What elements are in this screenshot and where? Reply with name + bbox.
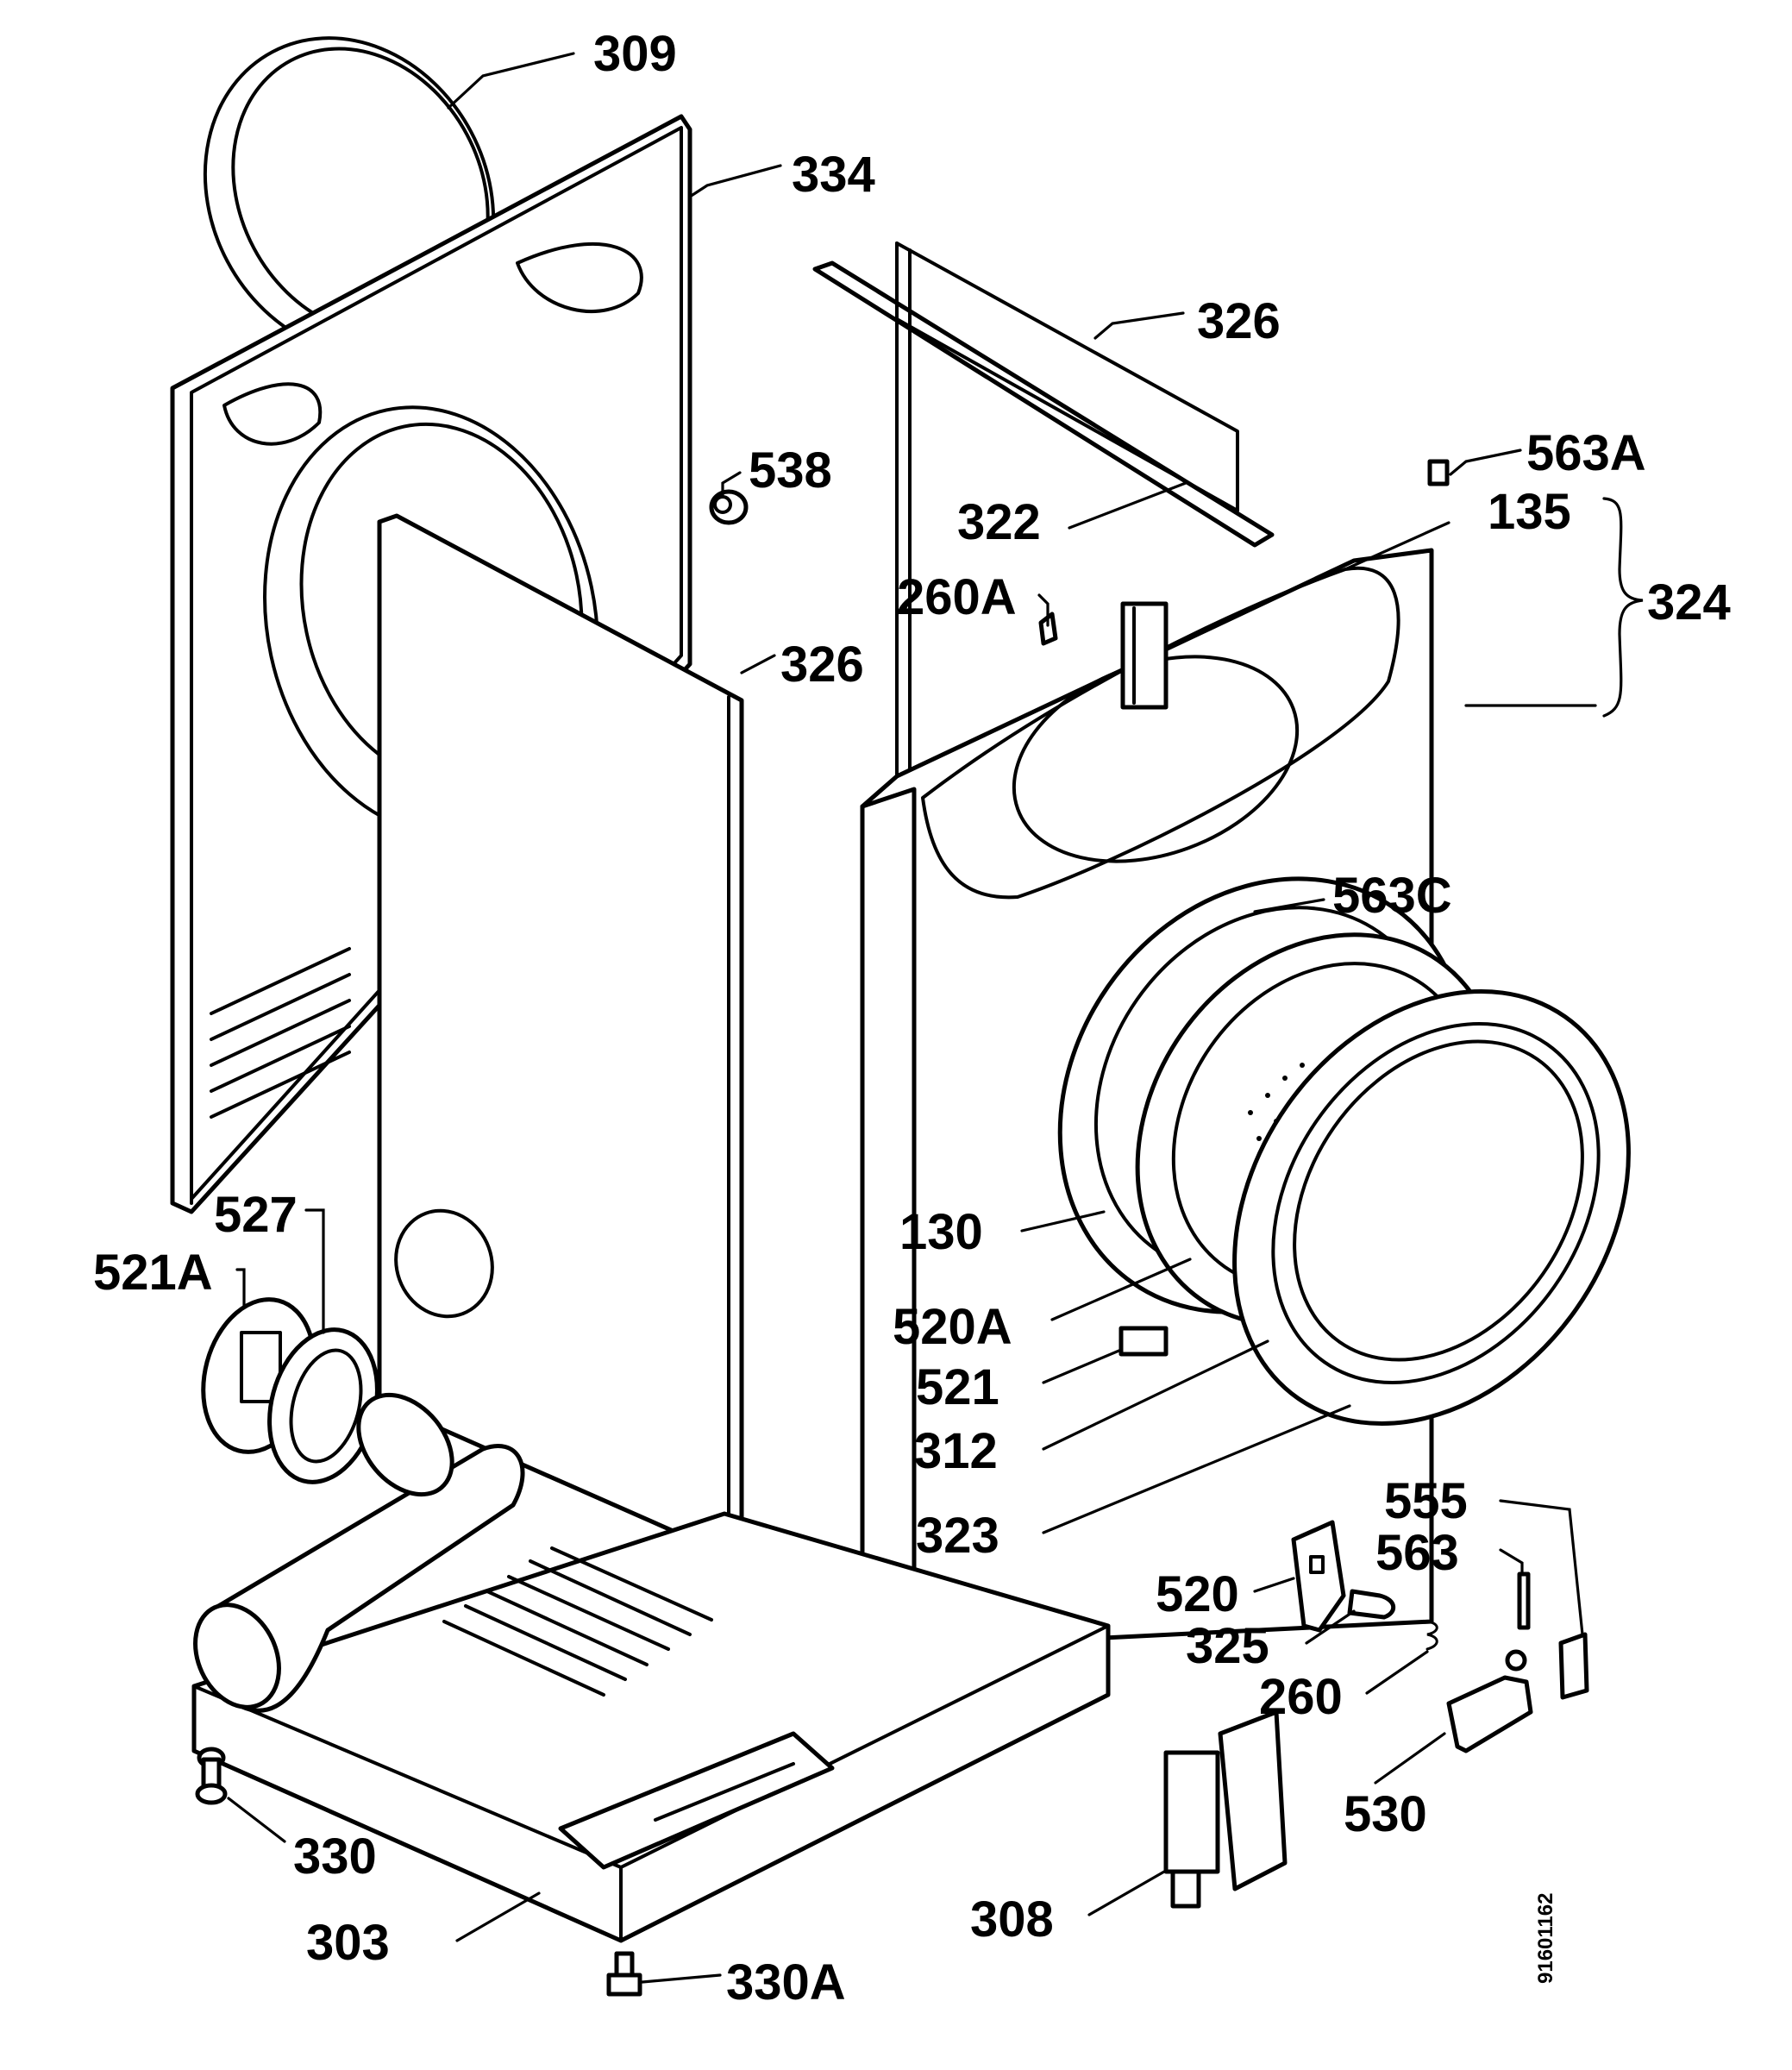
part-312-door-seal xyxy=(1232,989,1631,1426)
part-563A-nut xyxy=(1427,459,1450,486)
label-521A: 521A xyxy=(93,1245,213,1301)
label-323: 323 xyxy=(916,1508,999,1564)
label-326-side: 326 xyxy=(780,637,864,693)
label-527: 527 xyxy=(214,1187,298,1243)
part-530-latch xyxy=(1446,1649,1533,1753)
label-322: 322 xyxy=(957,494,1041,550)
part-563-pin xyxy=(1517,1571,1531,1630)
part-520-hinge-bracket xyxy=(1291,1520,1346,1633)
part-labels: 309 334 326 538 563A 135 322 260A 324 32… xyxy=(93,26,1731,2010)
label-538: 538 xyxy=(749,442,832,499)
label-303: 303 xyxy=(306,1915,390,1971)
label-325: 325 xyxy=(1186,1618,1269,1674)
part-325-lever xyxy=(1347,1589,1396,1620)
rear-panel-vents xyxy=(210,947,351,1119)
label-130: 130 xyxy=(899,1204,983,1260)
label-563A: 563A xyxy=(1526,425,1646,481)
label-555: 555 xyxy=(1384,1473,1468,1529)
base-vents xyxy=(442,1546,713,1697)
part-555-plate xyxy=(1558,1632,1589,1700)
part-326-strip-upper xyxy=(812,260,1275,548)
label-135: 135 xyxy=(1488,484,1571,540)
part-330-foot xyxy=(195,1747,228,1805)
label-308: 308 xyxy=(970,1891,1054,1948)
label-309: 309 xyxy=(593,26,677,82)
part-326-side-panel xyxy=(377,513,744,1564)
part-303-base xyxy=(191,1392,1111,1943)
label-563: 563 xyxy=(1375,1525,1459,1581)
part-324-housing-frame xyxy=(895,242,1239,782)
label-530: 530 xyxy=(1344,1786,1427,1842)
label-521: 521 xyxy=(916,1359,999,1415)
part-308-hinge xyxy=(1163,1709,1288,1909)
label-563C: 563C xyxy=(1332,868,1452,924)
label-260A: 260A xyxy=(897,569,1017,625)
label-330: 330 xyxy=(293,1828,377,1885)
label-520A: 520A xyxy=(893,1299,1012,1355)
leader-lines xyxy=(227,52,1644,1984)
label-326-top: 326 xyxy=(1197,293,1281,349)
part-538-bush xyxy=(709,489,749,525)
label-520: 520 xyxy=(1156,1566,1239,1622)
drawing-code: 91601162 xyxy=(1534,1893,1557,1984)
part-330A-foot xyxy=(606,1951,642,1997)
label-312: 312 xyxy=(914,1423,998,1479)
label-260: 260 xyxy=(1259,1669,1343,1725)
label-334: 334 xyxy=(792,147,875,203)
label-324: 324 xyxy=(1647,574,1731,630)
label-330A: 330A xyxy=(726,1954,846,2010)
part-260-spring xyxy=(1425,1620,1438,1651)
